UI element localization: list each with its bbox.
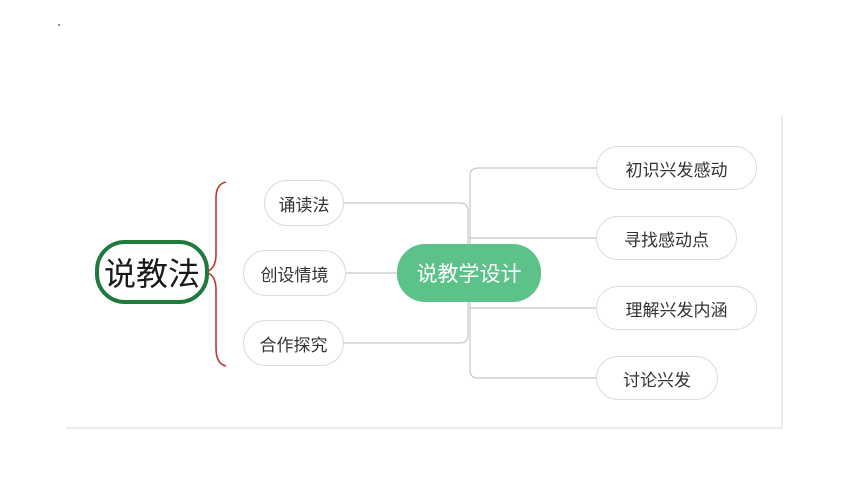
connector-step-2 (469, 237, 596, 244)
root-node: 说教法 (95, 240, 209, 304)
connector-method-1 (344, 202, 469, 262)
method-label-3: 合作探究 (259, 335, 328, 356)
step-connectors (469, 167, 596, 379)
method-label-1: 诵读法 (278, 195, 330, 216)
method-node-2: 创设情境 (243, 250, 346, 296)
step-node-3: 理解兴发内涵 (596, 286, 757, 330)
connector-step-3 (469, 302, 596, 309)
method-label-2: 创设情境 (260, 265, 329, 286)
step-node-2: 寻找感动点 (596, 216, 737, 260)
step-label-1: 初识兴发感动 (625, 160, 728, 181)
connector-step-1 (469, 167, 596, 244)
step-label-3: 理解兴发内涵 (625, 300, 728, 321)
connector-method-3 (344, 284, 469, 344)
method-connectors (344, 202, 469, 344)
step-label-2: 寻找感动点 (624, 230, 709, 251)
center-node: 说教学设计 (397, 244, 541, 302)
step-label-4: 讨论兴发 (623, 370, 691, 391)
corner-dot (58, 24, 60, 26)
root-label: 说教法 (103, 255, 200, 293)
step-node-4: 讨论兴发 (596, 356, 718, 400)
connector-step-4 (469, 302, 596, 379)
step-node-1: 初识兴发感动 (596, 146, 757, 190)
method-node-1: 诵读法 (264, 180, 344, 226)
method-node-3: 合作探究 (243, 320, 344, 366)
center-label: 说教学设计 (416, 262, 522, 286)
